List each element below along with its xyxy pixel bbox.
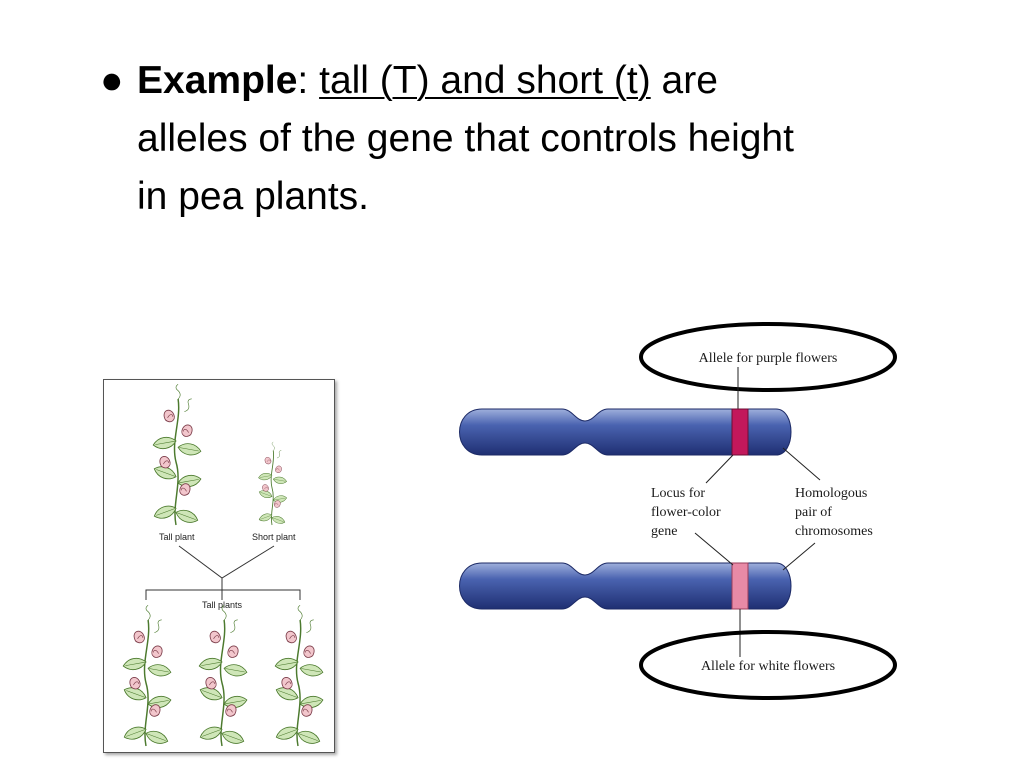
line1-rest: are bbox=[650, 59, 718, 102]
homolog-label-line3: chromosomes bbox=[795, 524, 873, 539]
locus-pointer-bottom bbox=[694, 532, 734, 566]
homolog-label-line2: pair of bbox=[795, 505, 832, 520]
short-plant-label: Short plant bbox=[252, 532, 296, 542]
homolog-label-line1: Homologous bbox=[795, 486, 867, 501]
allele-phrase: tall (T) and short (t) bbox=[319, 59, 651, 102]
locus-label-line3: gene bbox=[651, 524, 677, 539]
example-term: Example bbox=[137, 59, 298, 102]
cross-lines bbox=[145, 545, 301, 600]
bullet-marker: ● bbox=[100, 59, 124, 102]
line2: alleles of the gene that controls height bbox=[137, 117, 794, 160]
line3: in pea plants. bbox=[137, 175, 370, 218]
chromosome-figure: Allele for purple flowers Locus for flow… bbox=[440, 315, 910, 715]
white-band bbox=[731, 562, 749, 610]
pea-plant-illustration: Tall plant Short plant Tall plants bbox=[104, 380, 334, 752]
locus-pointer-top bbox=[705, 454, 734, 484]
offspring-plant-1 bbox=[122, 605, 172, 746]
chromosome-diagram: Allele for purple flowers Locus for flow… bbox=[459, 322, 897, 700]
colon: : bbox=[297, 59, 309, 102]
white-allele-ellipse bbox=[639, 630, 897, 700]
pea-plant-figure: Tall plant Short plant Tall plants bbox=[103, 379, 335, 753]
top-chromosome bbox=[459, 408, 792, 456]
homolog-pointer-bottom bbox=[782, 542, 816, 571]
tall-plant-label: Tall plant bbox=[159, 532, 195, 542]
bullet-text: Example: tall (T) and short (t) are alle… bbox=[137, 52, 960, 226]
offspring-plant-2 bbox=[198, 605, 248, 746]
purple-band bbox=[731, 408, 749, 456]
locus-label-line2: flower-color bbox=[651, 505, 721, 520]
tall-parent-plant bbox=[152, 384, 202, 525]
locus-label-line1: Locus for bbox=[651, 486, 705, 501]
short-parent-plant bbox=[258, 442, 287, 525]
homolog-pointer-top bbox=[782, 447, 821, 481]
purple-allele-label: Allele for purple flowers bbox=[699, 351, 838, 366]
white-allele-label: Allele for white flowers bbox=[701, 659, 835, 674]
purple-allele-ellipse bbox=[639, 322, 897, 392]
bottom-chromosome bbox=[459, 562, 792, 610]
offspring-plant-3 bbox=[274, 605, 324, 746]
tall-plants-label: Tall plants bbox=[202, 600, 243, 610]
bullet-point: ● Example: tall (T) and short (t) are al… bbox=[100, 52, 960, 226]
